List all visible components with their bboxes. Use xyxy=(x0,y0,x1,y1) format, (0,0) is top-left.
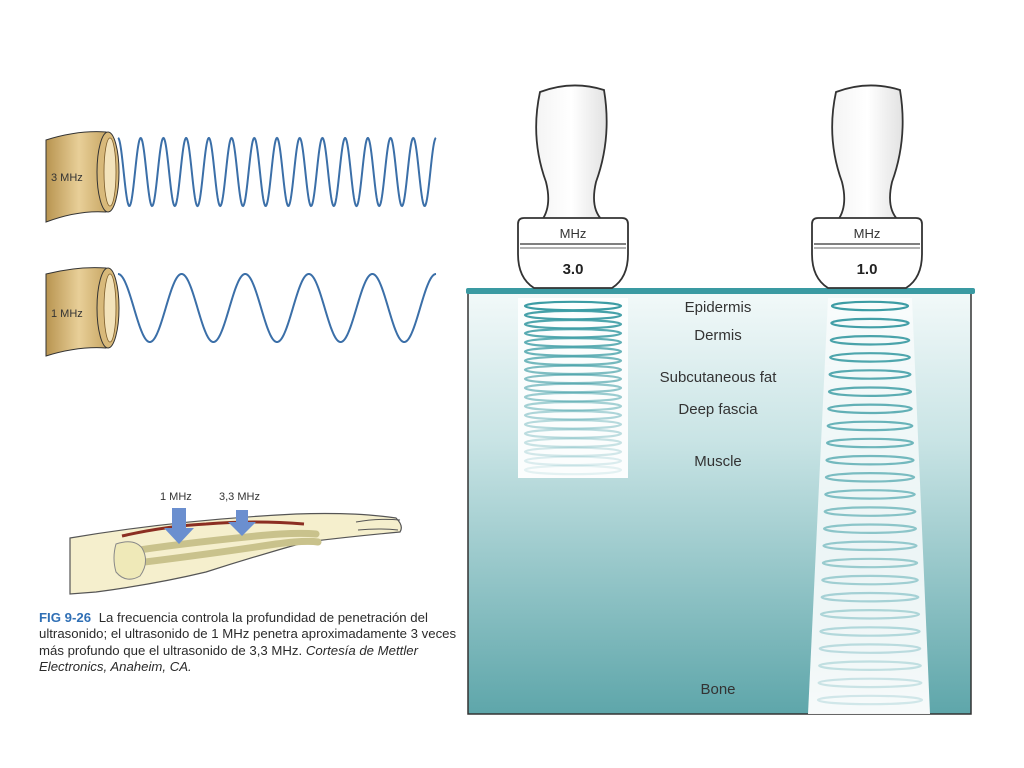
coil-ring xyxy=(821,574,919,586)
coil-ring xyxy=(829,334,911,346)
figure-number: FIG 9-26 xyxy=(39,610,92,625)
frequency-wave-panel: 3 MHz 1 MHz xyxy=(45,131,437,357)
probe-handle-3mhz xyxy=(535,84,608,221)
arrow-label-1mhz: 1 MHz xyxy=(160,491,192,503)
coil-ring xyxy=(820,591,920,603)
transducer-3mhz: 3 MHz xyxy=(45,131,120,223)
probe-value-1mhz: 1.0 xyxy=(857,261,878,278)
probe-3mhz: MHz 3.0 xyxy=(517,84,629,289)
coil-ring xyxy=(822,540,918,552)
coil-ring xyxy=(818,643,922,654)
caption-text: La frecuencia controla la profundidad de… xyxy=(39,610,457,658)
wave-1mhz xyxy=(117,272,437,344)
layer-label-muscle: Muscle xyxy=(694,453,742,470)
beam-1mhz xyxy=(808,298,930,714)
hand-fingers xyxy=(355,518,401,531)
arm-illustration: 1 MHz 3,3 MHz xyxy=(69,491,402,595)
coil-ring xyxy=(825,454,915,466)
figure-caption: FIG 9-26 La frecuencia controla la profu… xyxy=(39,610,459,676)
coil-ring xyxy=(523,446,623,458)
coil-ring xyxy=(523,419,623,430)
coil-ring xyxy=(523,400,623,412)
coil-ring xyxy=(823,523,918,534)
coil-ring xyxy=(826,437,915,449)
coil-ring xyxy=(523,437,623,448)
coil-ring xyxy=(830,300,910,312)
probe-1mhz: MHz 1.0 xyxy=(811,84,923,289)
coil-ring xyxy=(523,428,623,439)
elbow-joint xyxy=(113,541,146,580)
coil-ring xyxy=(827,386,913,397)
coil-ring xyxy=(829,352,911,363)
forearm-bones xyxy=(122,529,322,568)
probe-head-1mhz xyxy=(811,217,923,289)
coil-ring xyxy=(523,455,623,467)
layer-label-dermis: Dermis xyxy=(694,327,742,344)
coil-ring xyxy=(817,677,923,689)
probe-unit-1mhz: MHz xyxy=(854,226,881,241)
layer-label-deep-fascia: Deep fascia xyxy=(678,401,758,418)
coil-ring xyxy=(826,420,914,432)
layer-label-bone: Bone xyxy=(700,681,735,698)
arrow-3-3mhz: 3,3 MHz xyxy=(219,491,260,536)
coil-ring xyxy=(828,369,912,380)
coil-ring xyxy=(819,626,921,637)
coil-ring xyxy=(819,608,921,620)
transducer-label-3mhz: 3 MHz xyxy=(51,172,83,184)
skin-surface xyxy=(466,288,975,294)
coil-ring xyxy=(818,660,922,671)
transducer-label-1mhz: 1 MHz xyxy=(51,308,83,320)
beam-3mhz xyxy=(518,298,628,478)
probe-unit-3mhz: MHz xyxy=(560,226,587,241)
coil-ring xyxy=(823,506,917,517)
coil-ring xyxy=(824,471,916,483)
coil-ring xyxy=(830,317,910,329)
arrow-1mhz: 1 MHz xyxy=(160,491,194,544)
coil-ring xyxy=(821,557,919,569)
layer-label-epidermis: Epidermis xyxy=(685,299,752,316)
probe-value-3mhz: 3.0 xyxy=(563,261,584,278)
probe-head-3mhz xyxy=(517,217,629,289)
wave-3mhz xyxy=(117,136,437,208)
coil-3mhz xyxy=(523,300,623,476)
layer-label-subcutaneous-fat: Subcutaneous fat xyxy=(660,369,778,386)
probe-handle-1mhz xyxy=(831,84,904,221)
coil-ring xyxy=(523,391,623,403)
coil-ring xyxy=(824,489,916,500)
transducer-1mhz: 1 MHz xyxy=(45,267,120,357)
coil-ring xyxy=(816,694,924,706)
coil-ring xyxy=(523,409,623,421)
coil-ring xyxy=(827,403,913,415)
coil-1mhz xyxy=(816,300,924,706)
tissue-penetration-diagram: MHz 3.0 MHz 1.0 Epidermis Dermis Subcuta… xyxy=(466,84,975,715)
caption-credit: Cortesía de Mettler Electronics, Anaheim… xyxy=(39,642,418,675)
arrow-label-3-3mhz: 3,3 MHz xyxy=(219,491,260,503)
coil-ring xyxy=(523,464,623,476)
